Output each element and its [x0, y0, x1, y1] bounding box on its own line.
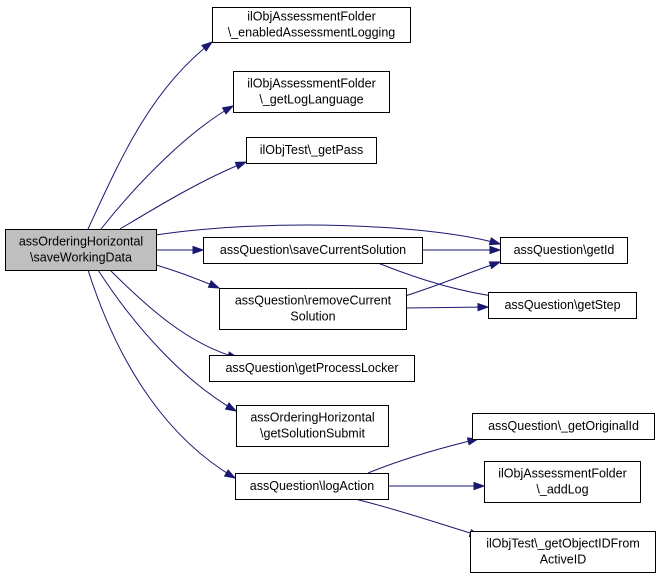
node-getOriginalId[interactable]: assQuestion\_getOriginalId [472, 413, 655, 440]
node-getProcessLocker[interactable]: assQuestion\getProcessLocker [209, 355, 415, 382]
edge-root-to-getSolutionSubmit [97, 269, 238, 412]
edge-line [97, 269, 237, 412]
edge-line [404, 261, 501, 297]
node-label-line: \_getLogLanguage [259, 93, 363, 107]
node-label-line: assQuestion\logAction [250, 479, 374, 493]
node-box[interactable] [212, 7, 411, 43]
node-box[interactable] [203, 237, 423, 264]
node-getStep[interactable]: assQuestion\getStep [488, 292, 637, 319]
node-box[interactable] [500, 237, 628, 264]
node-label-line: assQuestion\getProcessLocker [225, 361, 398, 375]
edge-root-to-logAction [87, 269, 237, 479]
node-addLog[interactable]: ilObjAssessmentFolder \_addLog [484, 461, 641, 503]
edge-removeCurrentSolution-to-getStep [405, 302, 490, 312]
node-getLogLanguage[interactable]: ilObjAssessmentFolder \_getLogLanguage [233, 71, 390, 113]
arrowhead-icon [221, 105, 235, 115]
arrowhead-icon [223, 469, 237, 479]
node-label-line: assOrderingHorizontal [250, 411, 374, 425]
arrowhead-icon [207, 280, 221, 289]
node-label-line: ilObjAssessmentFolder [247, 77, 376, 91]
edge-removeCurrentSolution-to-getId [404, 261, 502, 297]
edge-root-to-saveCurrentSolution [156, 245, 205, 255]
node-box[interactable] [235, 473, 389, 500]
arrowhead-icon [224, 402, 238, 412]
edge-logAction-to-getObjectIDFromActiveID [354, 498, 482, 538]
node-box[interactable] [236, 405, 389, 447]
node-enabledLogging[interactable]: ilObjAssessmentFolder \_enabledAssessment… [212, 7, 411, 43]
edges-layer [87, 41, 502, 538]
arrowhead-icon [488, 237, 502, 246]
node-logAction[interactable]: assQuestion\logAction [235, 473, 389, 500]
arrowhead-icon [477, 302, 490, 312]
edge-root-to-getPass [119, 161, 248, 230]
node-label-line: assOrderingHorizontal [19, 235, 143, 249]
arrowhead-icon [201, 41, 214, 52]
node-getPass[interactable]: ilObjTest\_getPass [246, 137, 377, 164]
edge-line [100, 105, 234, 230]
node-label-line: assQuestion\saveCurrentSolution [220, 243, 406, 257]
edge-line [87, 269, 236, 479]
edge-root-to-enabledLogging [87, 41, 214, 230]
edge-line [109, 269, 239, 359]
edge-root-to-getId [155, 224, 502, 246]
node-label-line: ActiveID [540, 553, 587, 567]
edge-root-to-removeCurrentSolution [155, 264, 221, 289]
node-label-line: ilObjAssessmentFolder [247, 10, 376, 24]
node-box[interactable] [233, 71, 390, 113]
node-box[interactable] [470, 531, 656, 573]
edge-line [87, 41, 213, 230]
node-label-line: \getSolutionSubmit [260, 427, 365, 441]
edge-line [405, 306, 489, 309]
arrowhead-icon [473, 481, 486, 491]
node-box[interactable] [246, 137, 377, 164]
node-box[interactable] [488, 292, 637, 319]
node-label-line: \_enabledAssessmentLogging [228, 26, 396, 40]
node-box[interactable] [484, 461, 641, 503]
edge-root-to-getLogLanguage [100, 105, 235, 230]
arrowhead-icon [192, 245, 205, 255]
node-box[interactable] [5, 229, 157, 271]
edge-saveCurrentSolution-to-getId [422, 245, 502, 255]
node-getSolutionSubmit[interactable]: assOrderingHorizontal \getSolutionSubmit [236, 405, 389, 447]
node-label-line: Solution [290, 310, 335, 324]
node-root[interactable]: assOrderingHorizontal \saveWorkingData [5, 229, 157, 271]
node-box[interactable] [209, 355, 415, 382]
node-saveCurrentSolution[interactable]: assQuestion\saveCurrentSolution [203, 237, 423, 264]
nodes-layer: assOrderingHorizontal \saveWorkingData ilO… [5, 7, 656, 573]
node-box[interactable] [472, 413, 655, 440]
edge-line [367, 438, 479, 474]
node-label-line: ilObjAssessmentFolder [498, 467, 627, 481]
node-getId[interactable]: assQuestion\getId [500, 237, 628, 264]
node-box[interactable] [219, 288, 407, 330]
node-label-line: assQuestion\getId [514, 243, 615, 257]
node-label-line: ilObjTest\_getObjectIDFrom [486, 537, 640, 551]
arrowhead-icon [234, 161, 248, 170]
arrowhead-icon [488, 261, 502, 270]
arrowhead-icon [489, 245, 502, 255]
edge-line [354, 498, 481, 537]
edge-line [119, 161, 247, 230]
node-label-line: \saveWorkingData [30, 251, 132, 265]
edge-logAction-to-addLog [388, 481, 486, 491]
node-label-line: ilObjTest\_getPass [260, 143, 364, 157]
node-label-line: assQuestion\removeCurrent [235, 294, 392, 308]
edge-line [155, 224, 501, 245]
node-label-line: \_addLog [536, 483, 588, 497]
node-label-line: assQuestion\_getOriginalId [488, 419, 639, 433]
node-label-line: assQuestion\getStep [504, 298, 620, 312]
